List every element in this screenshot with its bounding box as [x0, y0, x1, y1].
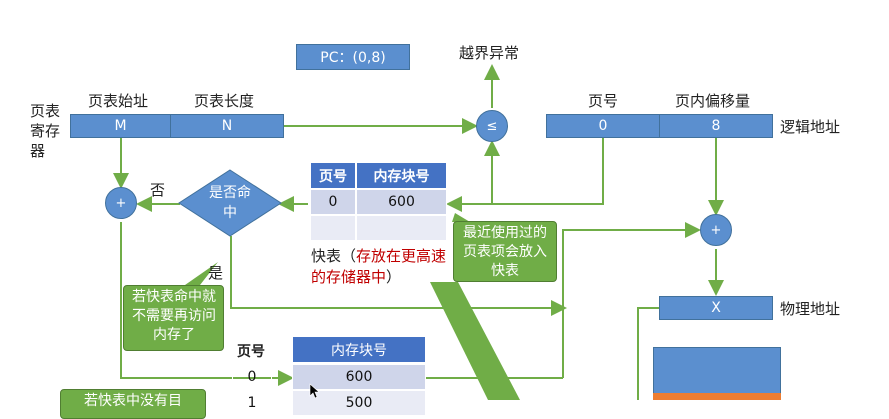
- pc-box-text: PC：(0,8): [320, 50, 386, 66]
- logical-address-label: 逻辑地址: [780, 118, 841, 136]
- physical-address-label: 物理地址: [780, 300, 841, 318]
- page-table-register-label-3: 器: [30, 142, 46, 160]
- callout-long-tail: [430, 282, 520, 400]
- callout-hit: 若快表命中就不需要再访问内存了: [123, 285, 224, 351]
- page-table-row-block: 600: [292, 364, 426, 390]
- page-table-row-page: 0: [232, 364, 272, 390]
- fast-table-caption-prefix: 快表（: [311, 247, 357, 265]
- page-table-length-label: 页表长度: [194, 92, 255, 110]
- fast-table-cell: [356, 215, 447, 241]
- callout-hit-text: 若快表命中就不需要再访问内存了: [132, 289, 216, 343]
- logical-page-no-value: 0: [598, 118, 608, 134]
- memory-frame-highlight: [653, 393, 781, 400]
- logical-page-no-label: 页号: [588, 92, 619, 110]
- plus-node-right: +: [700, 214, 732, 246]
- page-table-register-label-1: 页表: [30, 102, 61, 120]
- page-table-start-label: 页表始址: [88, 92, 149, 110]
- register-length-value: N: [221, 118, 233, 134]
- physical-address-box: X: [659, 296, 773, 320]
- callout-recent-text: 最近使用过的页表项会放入快表: [463, 225, 547, 279]
- page-table-header-page: 页号: [237, 344, 265, 360]
- decision-text-value: 是否命中: [209, 185, 251, 221]
- register-start-value: M: [114, 118, 127, 134]
- connector-lines: [113, 64, 724, 400]
- callout-recent: 最近使用过的页表项会放入快表: [453, 221, 557, 282]
- register-length-n: N: [170, 114, 284, 138]
- compare-node: ≤: [476, 110, 508, 142]
- compare-symbol: ≤: [486, 118, 498, 134]
- decision-yes-label: 是: [208, 264, 224, 282]
- plus-left-symbol: +: [115, 195, 127, 211]
- out-of-bounds-label: 越界异常: [459, 44, 520, 62]
- page-table-register-label-2: 寄存: [30, 122, 61, 140]
- decision-no-label: 否: [150, 181, 166, 199]
- decision-diamond: [178, 169, 282, 237]
- logical-page-no: 0: [546, 114, 660, 138]
- fast-table-caption-red: 存放在更高速的存储器中: [311, 247, 447, 286]
- fast-table-cell: [310, 215, 356, 241]
- physical-address-value: X: [711, 300, 721, 316]
- fast-table-header-block: 内存块号: [356, 162, 447, 189]
- plus-right-symbol: +: [710, 222, 722, 238]
- pc-box: PC：(0,8): [296, 44, 410, 70]
- fast-table-header-page: 页号: [310, 162, 356, 189]
- fast-table-caption: 快表（存放在更高速的存储器中）: [311, 246, 453, 288]
- fast-table-caption-suffix: ）: [386, 268, 402, 286]
- decision-text: 是否命中: [205, 183, 255, 223]
- fast-table-cell: 600: [356, 189, 447, 215]
- fast-table-cell: 0: [310, 189, 356, 215]
- plus-node-left: +: [105, 187, 137, 219]
- logical-offset-label: 页内偏移量: [675, 92, 751, 110]
- mouse-cursor-icon: [309, 383, 320, 399]
- logical-offset-value: 8: [711, 118, 721, 134]
- logical-offset: 8: [659, 114, 773, 138]
- page-table-header-block: 内存块号: [292, 336, 426, 363]
- callout-recent-tail: [452, 213, 470, 222]
